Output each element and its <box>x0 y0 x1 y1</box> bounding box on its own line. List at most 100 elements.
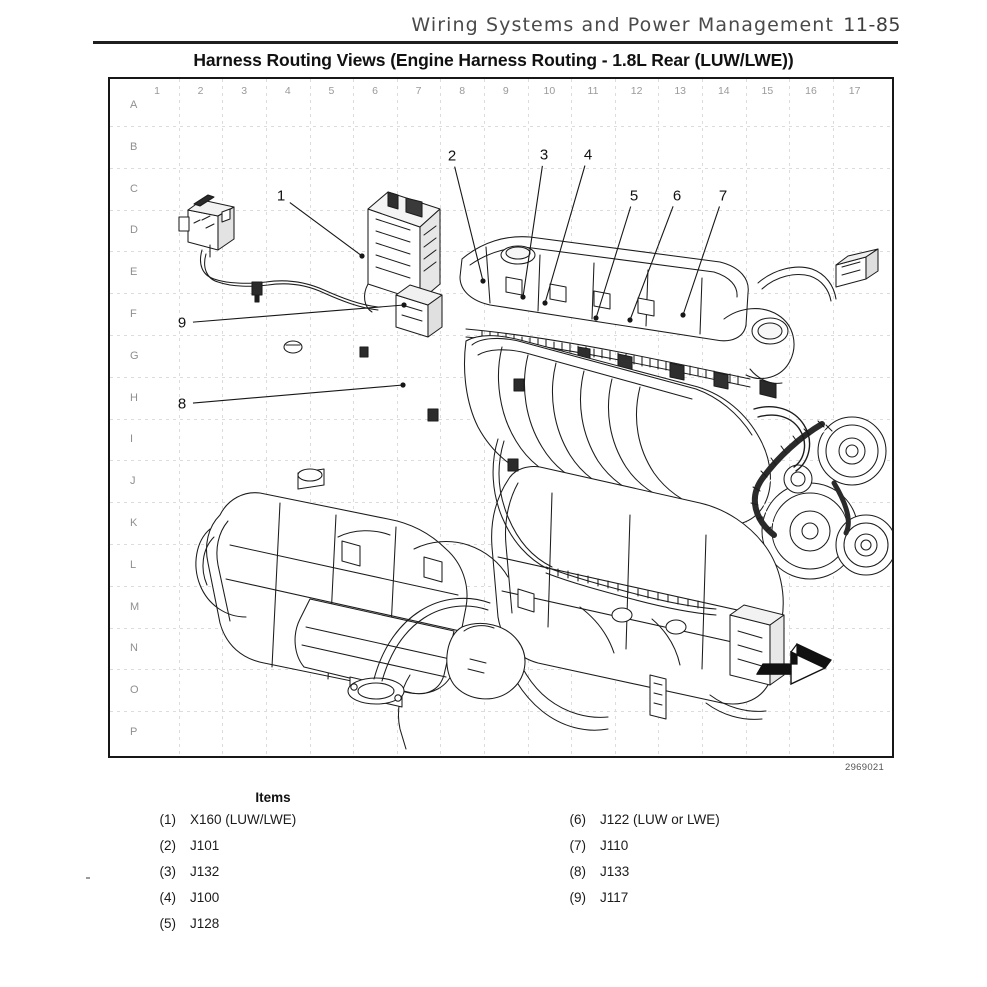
gridline-horizontal <box>110 167 892 169</box>
grid-column-label-12: 12 <box>630 85 643 97</box>
item-value: J110 <box>600 838 629 853</box>
item-key: (2) <box>159 838 177 853</box>
item-row: (2) J101 <box>138 838 296 864</box>
items-column-right: (6) J122 (LUW or LWE) (7) J110 (8)J133(9) J11… <box>548 812 720 916</box>
item-key: (5) <box>159 916 177 931</box>
gridline-horizontal <box>110 711 892 713</box>
leader-tip-5 <box>593 315 599 321</box>
item-row: (9) J117 <box>548 890 720 916</box>
item-row: (8)J133 <box>548 864 720 890</box>
sensor-cluster <box>341 540 687 720</box>
gridline-horizontal <box>110 460 892 462</box>
figure-id-number: 2969021 <box>845 762 885 773</box>
grid-column-label-2: 2 <box>197 85 204 97</box>
callout-number-9: 9 <box>177 314 187 332</box>
grid-row-label-O: O <box>130 684 139 697</box>
item-key: (7) <box>569 838 587 853</box>
item-key: (8) <box>569 864 587 879</box>
harness-right-branch <box>757 248 879 302</box>
callout-number-8: 8 <box>177 395 187 413</box>
leader-tip-8 <box>400 382 406 388</box>
gridline-vertical <box>440 79 442 756</box>
grid-row-label-C: C <box>130 182 138 195</box>
grid-row-label-H: H <box>130 391 138 404</box>
throttle-body-inlet <box>723 308 795 384</box>
gridline-vertical <box>832 79 834 756</box>
item-value: J101 <box>190 838 220 853</box>
figure-title: Harness Routing Views (Engine Harness Ro… <box>193 50 794 70</box>
grid-row-label-M: M <box>130 600 140 613</box>
item-row: (4)J100 <box>138 890 296 916</box>
gridline-horizontal <box>110 209 892 211</box>
page-edge-mark <box>86 877 90 879</box>
engine-harness-rear-run <box>465 328 777 399</box>
item-key: (3) <box>159 864 177 879</box>
callout-number-2: 2 <box>447 147 457 165</box>
item-row: (7) J110 <box>548 838 720 864</box>
forward-direction-arrow-icon <box>755 643 832 686</box>
gridline-horizontal <box>110 334 892 336</box>
leader-line-6 <box>629 206 674 321</box>
harness-clips <box>359 346 525 472</box>
item-key: (6) <box>569 812 587 827</box>
item-value: X160 (LUW/LWE) <box>190 812 297 827</box>
leader-tip-1 <box>359 253 365 259</box>
item-value: J100 <box>190 890 220 905</box>
grid-column-label-9: 9 <box>502 85 509 97</box>
leader-tip-7 <box>680 312 686 318</box>
callout-number-5: 5 <box>629 187 639 205</box>
gridline-vertical <box>178 79 180 756</box>
grid-column-label-11: 11 <box>587 85 599 97</box>
gridline-vertical <box>745 79 747 756</box>
grid-row-label-K: K <box>130 517 138 529</box>
item-value: J128 <box>190 916 220 931</box>
leader-tip-9 <box>401 302 407 308</box>
grid-row-label-F: F <box>130 308 137 320</box>
grid-column-label-14: 14 <box>717 85 730 97</box>
callout-number-3: 3 <box>539 146 549 164</box>
callout-leader-lines <box>192 165 721 404</box>
gridline-vertical <box>266 79 267 756</box>
header-page-number: 11-85 <box>843 14 901 36</box>
item-key: (9) <box>569 890 587 905</box>
leader-tip-2 <box>480 278 486 284</box>
exhaust-downpipe <box>347 597 609 750</box>
item-value: J122 (LUW or LWE) <box>600 812 720 827</box>
leader-line-4 <box>544 165 586 304</box>
leader-line-3 <box>522 165 543 298</box>
ecm-module <box>363 191 441 313</box>
accessory-drive-pulleys <box>750 416 892 580</box>
leader-line-1 <box>289 202 363 257</box>
grid-row-label-G: G <box>130 349 139 362</box>
grid-row-label-B: B <box>130 140 138 153</box>
leader-tip-3 <box>520 294 526 300</box>
grid-row-label-L: L <box>130 558 137 571</box>
grid-row-label-N: N <box>130 642 138 655</box>
oil-pan <box>294 598 455 695</box>
grid-column-label-3: 3 <box>241 85 248 97</box>
harness-lower-branches <box>337 438 717 666</box>
grid-column-label-5: 5 <box>328 85 335 97</box>
connector-x160 <box>178 194 235 258</box>
grid-row-label-I: I <box>130 433 134 446</box>
grid-row-label-A: A <box>130 99 138 111</box>
gridline-vertical <box>309 79 311 756</box>
engine-assembly-illustration <box>178 191 892 750</box>
grid-column-label-6: 6 <box>372 85 378 97</box>
item-value: J132 <box>190 864 220 879</box>
harness-trunk-left <box>199 249 379 354</box>
gridline-vertical <box>222 79 224 756</box>
grid-column-label-1: 1 <box>154 85 160 97</box>
grid-row-label-P: P <box>130 726 138 738</box>
grid-column-label-7: 7 <box>415 85 422 97</box>
gridline-horizontal <box>110 125 892 127</box>
header-rule <box>93 40 898 44</box>
running-header: Wiring Systems and Power Management 11-8… <box>0 0 987 44</box>
gridline-vertical <box>353 79 355 756</box>
item-row: (5) J128 <box>138 916 296 942</box>
leader-line-8 <box>192 384 404 404</box>
grid-column-label-4: 4 <box>284 85 291 97</box>
item-value: J117 <box>600 890 629 905</box>
